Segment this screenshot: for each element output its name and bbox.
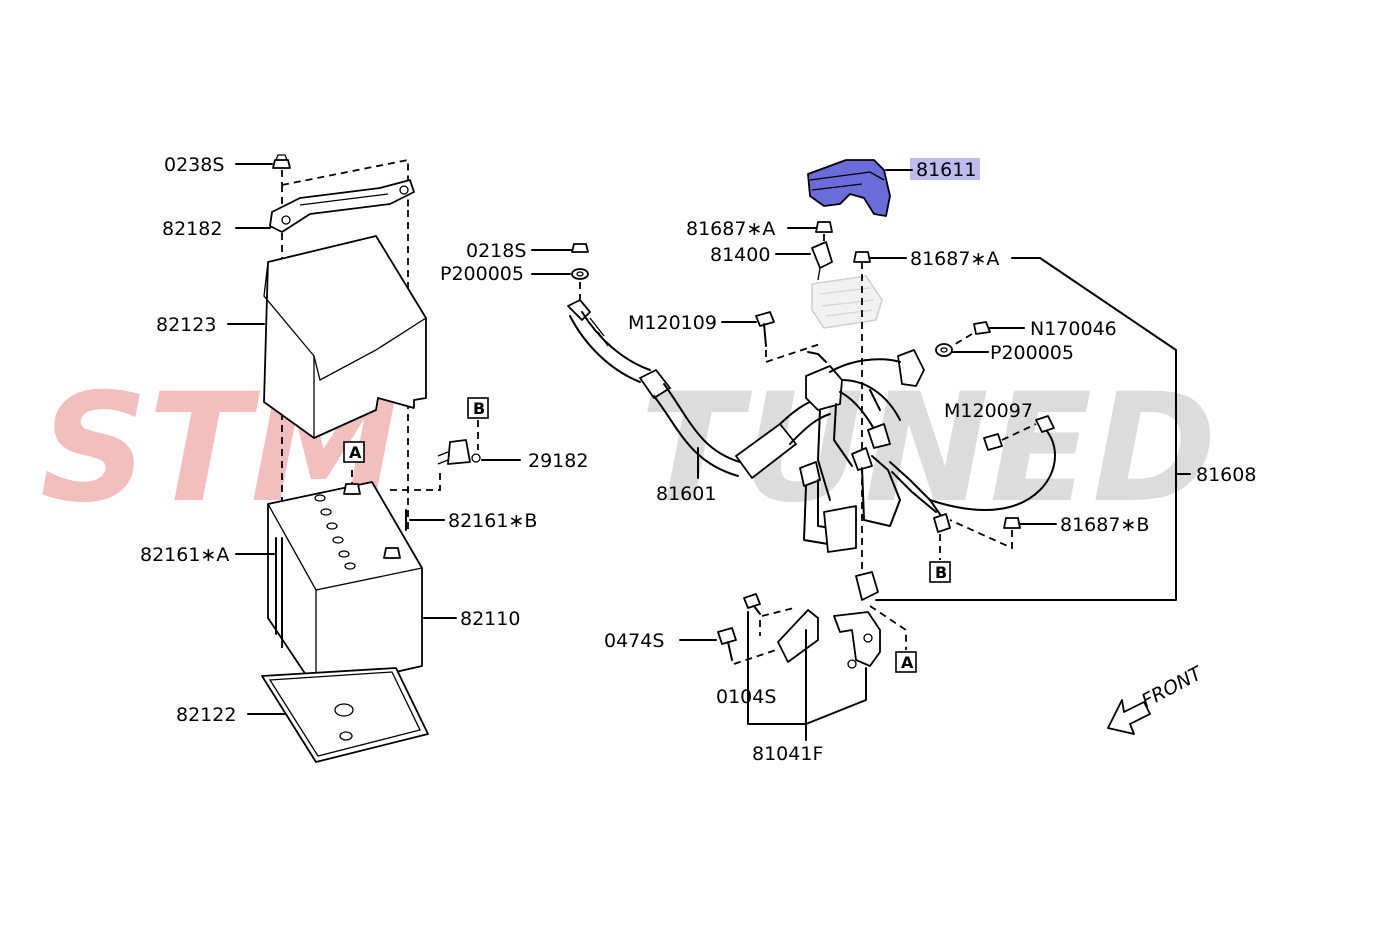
label-81041f[interactable]: 81041F	[752, 743, 823, 765]
label-81400[interactable]: 81400	[710, 244, 770, 266]
bolt-0474s[interactable]	[717, 627, 777, 665]
fuse-block-ghost	[811, 275, 883, 329]
label-m120097[interactable]: M120097	[944, 400, 1033, 422]
label-m120109[interactable]: M120109	[628, 312, 717, 334]
label-82182[interactable]: 82182	[162, 218, 222, 240]
label-81687a-right[interactable]: 81687∗A	[910, 248, 999, 270]
svg-text:B: B	[473, 399, 485, 418]
part-82122-tray[interactable]	[261, 667, 429, 763]
part-82110-battery[interactable]	[267, 481, 423, 691]
watermark-text-right: TUNED	[640, 362, 1217, 536]
part-82161-rods[interactable]	[275, 509, 407, 641]
label-81601[interactable]: 81601	[656, 483, 716, 505]
washer-p200005-left[interactable]	[571, 268, 589, 280]
svg-text:A: A	[901, 653, 914, 672]
label-0104s[interactable]: 0104S	[716, 686, 776, 708]
label-81687b[interactable]: 81687∗B	[1060, 514, 1149, 536]
part-81601-cable[interactable]	[567, 299, 831, 479]
part-labels: 0238S 82182 82123 82161∗A 82110 82122 82…	[140, 154, 1256, 765]
watermark: STM TUNED	[40, 362, 1217, 536]
svg-text:B: B	[935, 563, 947, 582]
nut-81687a-right[interactable]	[853, 251, 871, 263]
part-81611-cover-highlighted[interactable]	[807, 158, 980, 217]
label-p200005-left[interactable]: P200005	[440, 263, 524, 285]
front-direction-indicator: FRONT	[1107, 662, 1207, 735]
part-81400-fuse-holder[interactable]	[811, 234, 833, 281]
front-label: FRONT	[1138, 662, 1207, 713]
part-81608-harness[interactable]	[799, 349, 925, 553]
leader-lines	[227, 163, 1191, 741]
label-81611[interactable]: 81611	[916, 159, 976, 181]
label-82161a[interactable]: 82161∗A	[140, 544, 229, 566]
nut-81687b[interactable]	[949, 517, 1021, 550]
part-81041f-bracket[interactable]	[777, 571, 881, 669]
front-arrow-icon	[1107, 699, 1151, 735]
ref-box-b-right: B	[929, 561, 951, 583]
bolt-0238s[interactable]	[272, 154, 291, 169]
label-82161b[interactable]: 82161∗B	[448, 510, 537, 532]
label-n170046[interactable]: N170046	[1030, 318, 1117, 340]
label-p200005-right[interactable]: P200005	[990, 342, 1074, 364]
svg-text:A: A	[349, 443, 362, 462]
guide-n170046	[951, 333, 973, 347]
label-81687a-upper[interactable]: 81687∗A	[686, 218, 775, 240]
label-0218s[interactable]: 0218S	[466, 240, 526, 262]
label-29182[interactable]: 29182	[528, 450, 588, 472]
label-82122[interactable]: 82122	[176, 704, 236, 726]
label-82123[interactable]: 82123	[156, 314, 216, 336]
ref-box-b-left: B	[467, 397, 489, 419]
bolt-0104s[interactable]	[743, 593, 795, 636]
bolt-m120109[interactable]	[755, 311, 821, 364]
part-29182-clip[interactable]	[437, 420, 481, 465]
part-82182-bracket[interactable]	[269, 179, 415, 233]
part-81608-branch[interactable]	[889, 415, 1056, 533]
ref-box-a-right: A	[895, 651, 917, 673]
label-81608[interactable]: 81608	[1196, 464, 1256, 486]
nut-n170046[interactable]	[973, 321, 991, 335]
bolt-m120097[interactable]	[983, 423, 1037, 451]
label-82110[interactable]: 82110	[460, 608, 520, 630]
ref-box-a-left: A	[343, 441, 365, 463]
label-0238s[interactable]: 0238S	[164, 154, 224, 176]
nut-81687a-upper[interactable]	[815, 221, 833, 233]
label-0474s[interactable]: 0474S	[604, 630, 664, 652]
guide-a2	[869, 605, 907, 650]
washer-p200005-right[interactable]	[935, 343, 953, 357]
nut-0218s[interactable]	[571, 243, 589, 253]
part-82123-cover[interactable]	[263, 235, 427, 439]
